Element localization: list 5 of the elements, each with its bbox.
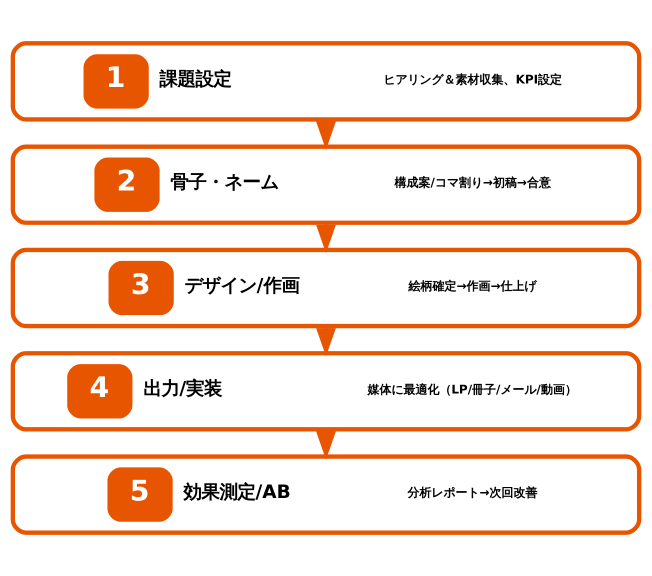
node-box: 5 効果測定/AB 分析レポート→次回改善 <box>10 454 642 535</box>
arrow <box>316 328 336 356</box>
arrow <box>316 431 336 460</box>
arrow <box>316 224 336 254</box>
arrow <box>316 122 336 150</box>
